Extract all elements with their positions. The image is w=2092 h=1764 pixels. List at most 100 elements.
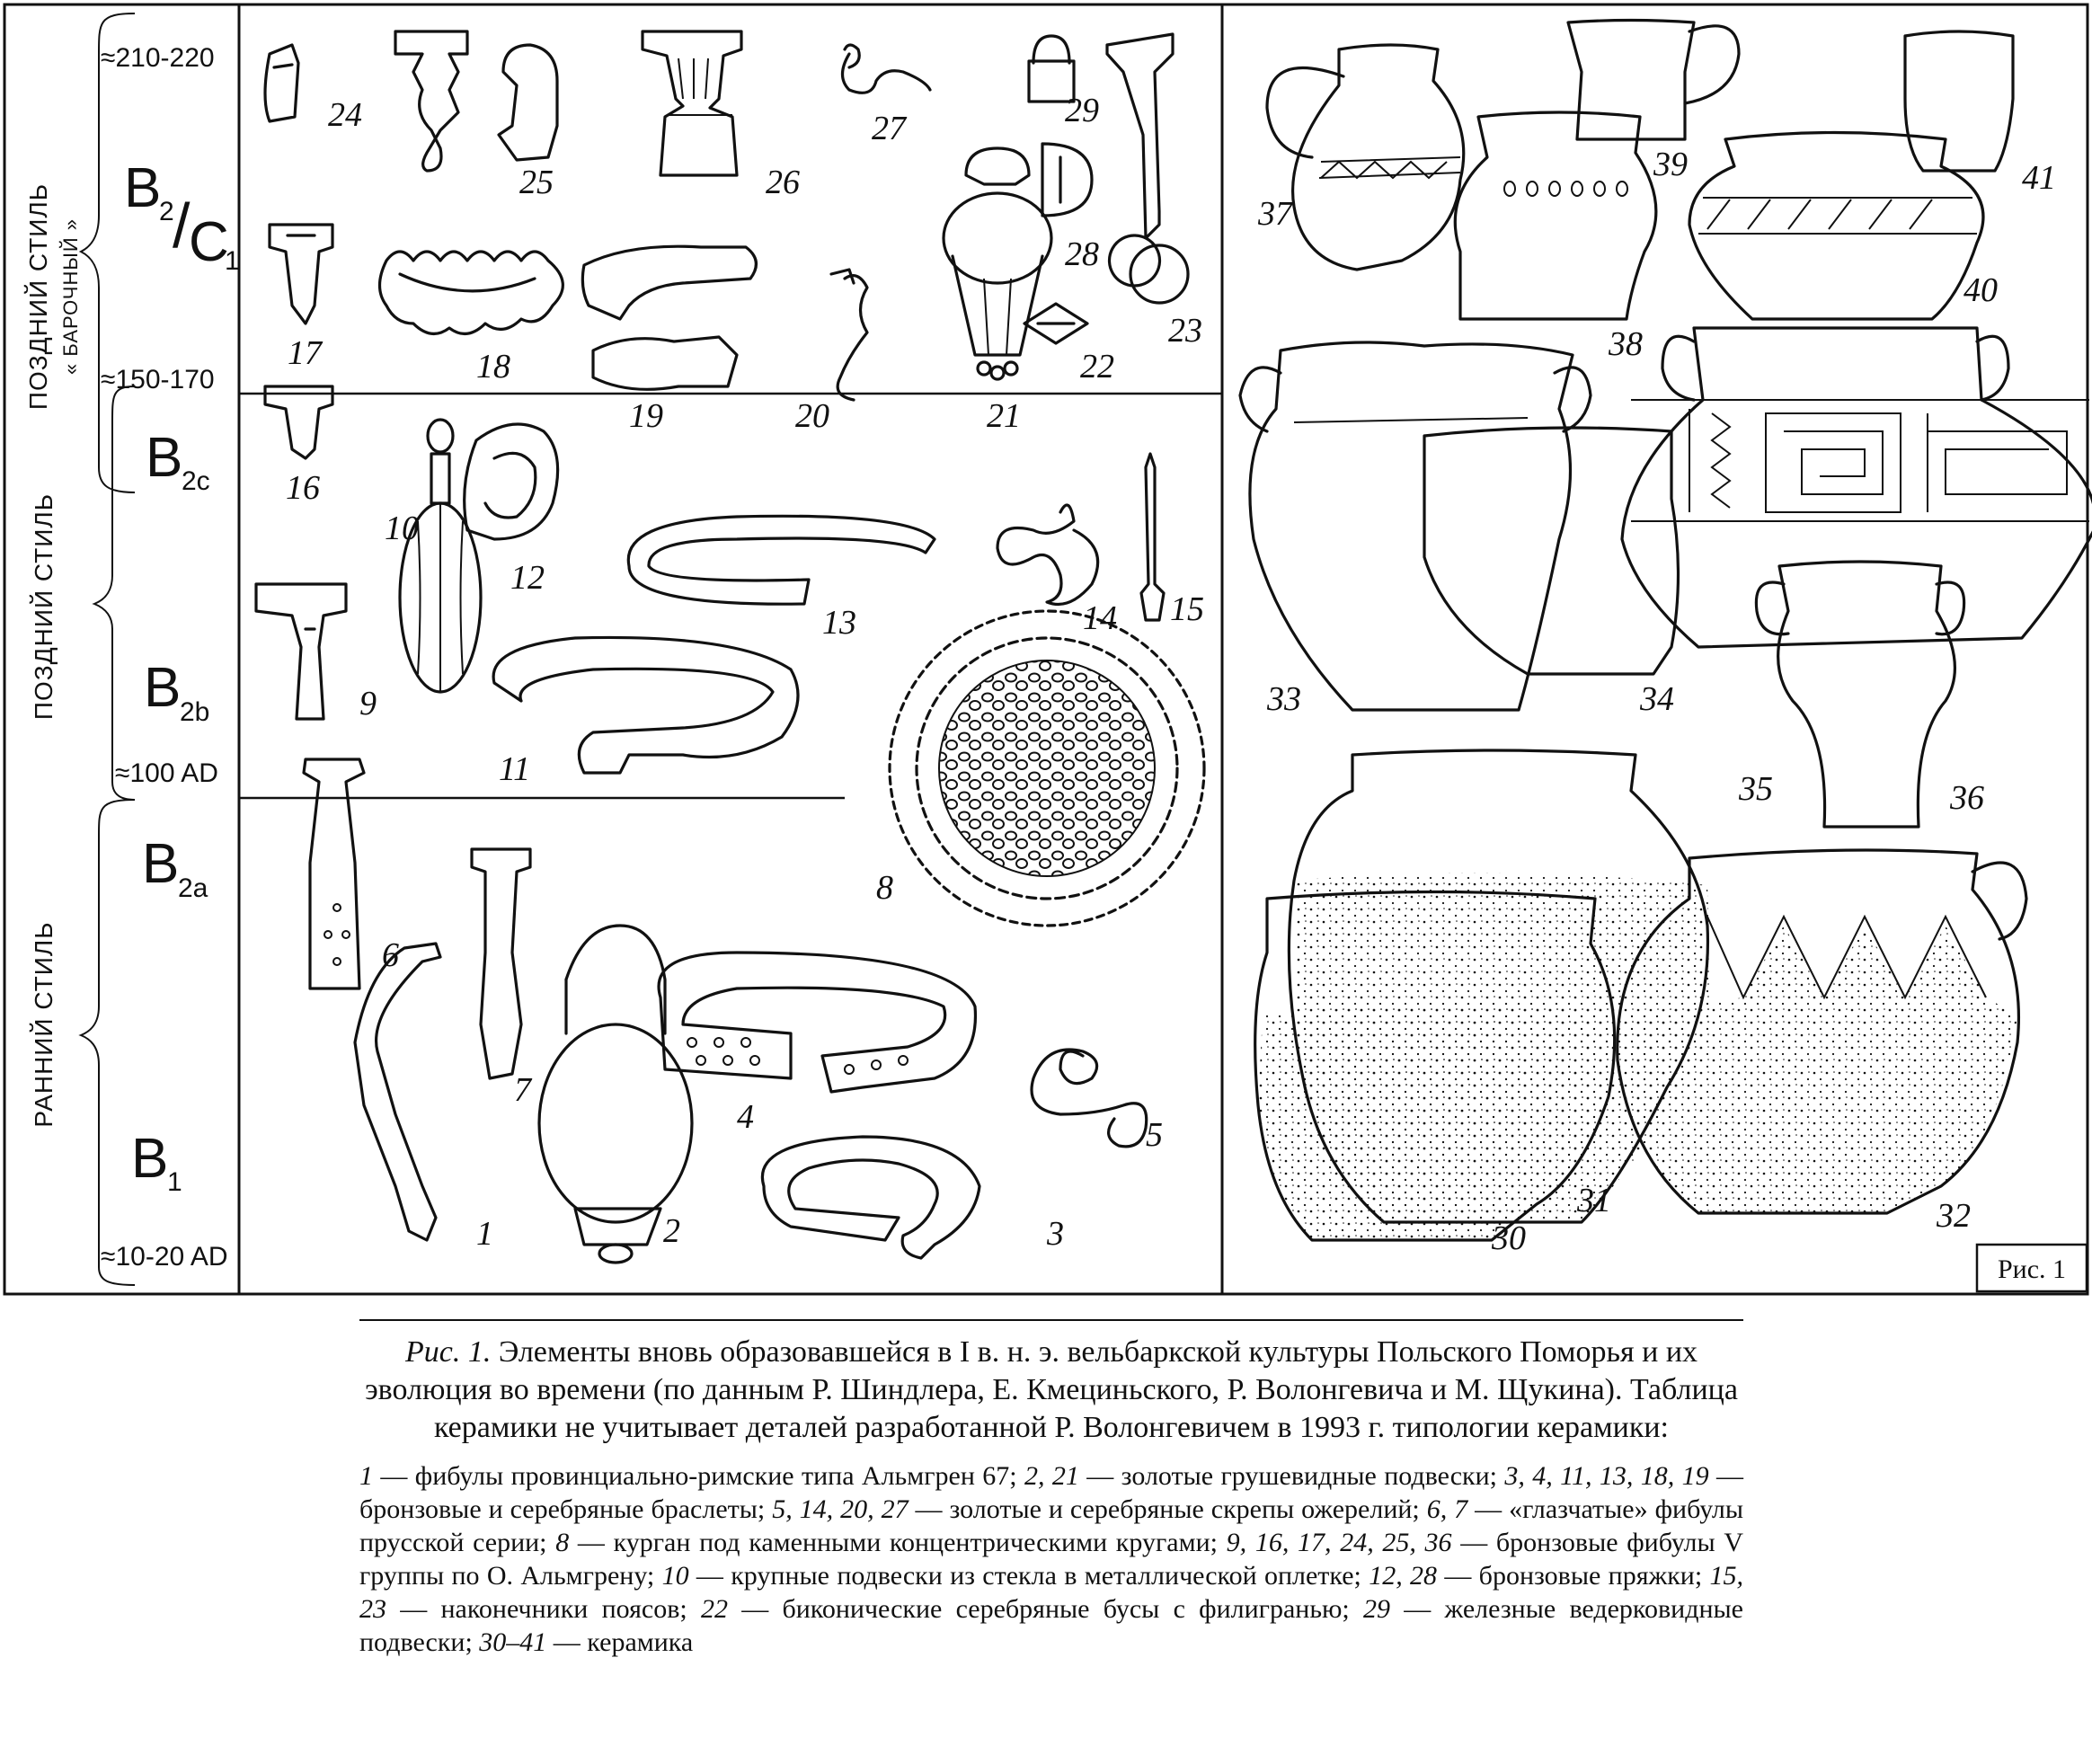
legend-nums: 5, 14, 20, 27 [772,1494,909,1524]
artifact-26-fibula [641,30,743,177]
artifact-13-bracelet [626,514,936,606]
item-number: 1 [476,1215,493,1253]
side-label-late-baroque: ПОЗДНИЙ СТИЛЬ [24,183,52,410]
date-10-20ad: ≈10-20 AD [101,1242,228,1272]
artifact-8-kurgan [888,609,1206,927]
item-number: 23 [1168,312,1202,350]
svg-text:/: / [173,191,191,261]
item-number: 15 [1170,590,1204,628]
legend-nums: 30–41 [479,1627,547,1657]
archaeology-figure: ПОЗДНИЙ СТИЛЬ « БАРОЧНЫЙ » ПОЗДНИЙ СТИЛЬ… [3,3,2092,1296]
item-number: 10 [385,510,419,547]
vessel-41-cup [1903,30,2015,173]
vessel-37-jug [1265,43,1466,271]
artifact-7-fibula [470,847,532,1080]
artifact-28-buckle [1041,142,1094,217]
caption-main: Рис. 1. Элементы вновь образовавшейся в … [359,1334,1743,1447]
artifact-17-fibula [268,223,334,325]
item-numbers: 1 2 3 4 5 6 7 8 9 10 11 12 13 14 15 16 1… [286,92,2056,1257]
item-number: 25 [519,164,554,201]
legend-text: — биконические серебряные бусы с филигра… [727,1594,1364,1624]
item-number: 9 [359,685,377,722]
vessel-32 [1616,848,2028,1215]
vessel-38 [1453,111,1658,321]
legend-text: — золотые и серебряные скрепы ожерелий; [908,1494,1427,1524]
figure-frame [3,3,2089,1296]
phase-b2b: B 2b [144,657,209,727]
item-number: 32 [1936,1197,1971,1235]
brace-late [92,386,136,801]
item-number: 40 [1963,271,1998,309]
legend-text: — бронзовые фибулы V группы по О. Альмгр… [359,1528,1743,1591]
svg-text:2a: 2a [178,873,208,903]
svg-text:2: 2 [159,197,174,226]
caption-text: Элементы вновь образовавшейся в I в. н. … [365,1335,1738,1444]
figure-label: Рис. 1 [1998,1254,2066,1284]
legend-nums: 10 [661,1561,689,1591]
artifact-22-bead [1023,302,1089,345]
artifact-1-fibula [353,942,442,1242]
artifact-29-pendant [1027,34,1076,103]
phase-b1: B 1 [131,1128,182,1197]
svg-text:B: B [144,657,181,719]
item-number: 4 [737,1098,754,1136]
artifact-19-bracelet [581,244,758,391]
item-number: 26 [766,164,800,201]
svg-text:B: B [146,427,182,489]
figure-caption: Рис. 1. Элементы вновь образовавшейся в … [359,1319,1743,1659]
date-100ad: ≈100 AD [115,758,218,788]
item-number: 8 [876,869,893,907]
phase-b2a: B 2a [142,833,208,903]
legend-nums: 8 [555,1528,570,1557]
item-number: 21 [987,397,1021,435]
legend-nums: 15, 23 [359,1561,1744,1624]
side-label-early: РАННИЙ СТИЛЬ [30,921,58,1127]
artifact-21-pendant [942,146,1053,381]
item-number: 41 [2022,159,2056,197]
legend-nums: 3, 4, 11, 13, 18, 19 [1504,1461,1709,1491]
item-number: 29 [1065,92,1099,129]
item-number: 28 [1065,235,1099,273]
artifact-5-clasp [1030,1048,1148,1148]
vessel-39-cup [1566,18,1741,141]
artifact-2-pendant [537,924,694,1264]
item-number: 13 [822,604,856,642]
svg-text:2b: 2b [180,697,209,727]
brace-baroque [78,13,136,493]
item-number: 34 [1639,680,1674,718]
artifact-23-belt-end [1105,32,1175,288]
item-number: 17 [288,334,324,372]
date-150-170: ≈150-170 [101,365,215,394]
vessel-36-cup [1754,560,1966,829]
item-number: 31 [1576,1182,1611,1219]
item-number: 33 [1266,680,1301,718]
item-number: 37 [1257,195,1294,233]
legend-nums: 1 [359,1461,373,1491]
legend-nums: 29 [1363,1594,1391,1624]
item-number: 22 [1080,348,1114,386]
artifact-14-clasp [996,503,1100,607]
phase-b2-c1: B 2 / C 1 [124,157,240,276]
brace-early [78,799,136,1286]
side-label-late: ПОЗДНИЙ СТИЛЬ [30,493,58,720]
legend-nums: 22 [700,1594,728,1624]
vessel-33 [1238,341,1592,712]
legend-nums: 9, 16, 17, 24, 25, 36 [1226,1528,1452,1557]
item-number: 16 [286,469,320,507]
svg-text:C: C [189,211,229,273]
artifact-3-bracelet [760,1135,981,1260]
item-number: 24 [328,96,362,134]
item-number: 19 [629,397,663,435]
artifact-27-clasp [840,43,932,94]
artifact-4-bracelet [657,951,978,1094]
vessel-40-bowl [1688,130,1985,321]
legend-nums: 2, 21 [1024,1461,1079,1491]
item-number: 30 [1491,1219,1526,1257]
vessel-35 [1620,326,2092,649]
artifact-10-pendant [398,418,483,694]
item-number: 36 [1949,779,1984,817]
item-number: 27 [872,110,908,147]
legend-text: — «глазчатые» фибулы прусской серии; [359,1494,1744,1557]
legend-text: — бронзовые и серебряные браслеты; [359,1461,1743,1524]
legend-nums: 6, 7 [1426,1494,1468,1524]
